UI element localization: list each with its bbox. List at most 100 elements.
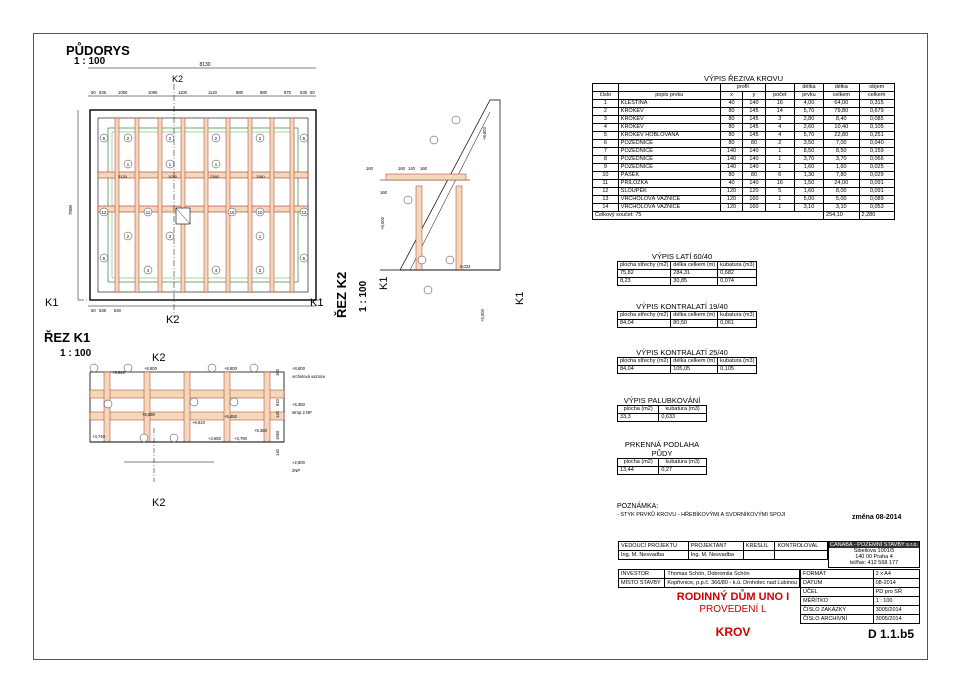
table-krov-total-label: Celkový součet: 75	[591, 211, 825, 220]
k2-dim: 160	[380, 190, 388, 195]
table-cell: 140	[742, 163, 766, 172]
table-cell: 4,00	[793, 99, 825, 108]
section-k1-k2-top: K2	[152, 352, 166, 364]
table-cell: 4	[592, 123, 619, 132]
table-cell: 0,053	[858, 203, 895, 212]
table-kontralate25-caption: VÝPIS KONTRALATÍ 25/40	[636, 348, 728, 357]
k2-level: +5,000	[480, 308, 485, 322]
table-cell: 8	[592, 155, 619, 164]
table-podlaha: PRKENNÁ PODLAHA PŮDY plocha (m2)kubatura…	[616, 440, 707, 475]
table-cell: 1,60	[793, 163, 825, 172]
tb-project-name: RODINNÝ DŮM UNO I	[676, 591, 790, 603]
svg-text:5: 5	[103, 256, 106, 261]
table-cell: PŘÍLOŽKA	[617, 179, 721, 188]
tb-projektant-label: PROJEKTANT	[687, 541, 744, 551]
table-cell: 80	[719, 115, 744, 124]
table-cell: 0,089	[858, 195, 895, 204]
tb-drawing-name: KROV	[715, 625, 751, 639]
table-cell: 2	[592, 107, 619, 116]
plan-k1-right: K1	[310, 297, 324, 309]
table-cell: 3	[764, 115, 795, 124]
plan-dim-bottom: 840	[114, 308, 122, 313]
k2-dim: 160	[366, 166, 374, 171]
table-cell: KROKEV HOBLOVANÁ	[617, 131, 721, 140]
svg-text:2: 2	[169, 136, 172, 141]
section-k1-title: ŘEZ K1	[44, 330, 91, 345]
plan-dim-inner: 1160	[256, 174, 265, 179]
table-cell: 1	[764, 195, 795, 204]
table-cell: 5,00	[793, 195, 825, 204]
table-cell: KROKEV	[617, 107, 721, 116]
svg-text:1: 1	[127, 162, 130, 167]
table-cell: 160	[742, 203, 766, 212]
table-cell: 4	[764, 123, 795, 132]
table-cell: 0,040	[858, 139, 895, 148]
table-cell: 2,80	[793, 115, 825, 124]
k1-level-note: 2NP	[292, 468, 300, 473]
tb-ucel-label: ÚČEL	[800, 587, 874, 597]
plan-k2-bottom: K2	[166, 314, 180, 326]
tb-format-label: FORMÁT	[800, 569, 874, 579]
table-krov-total-length: 254,10	[823, 211, 860, 220]
change-note: změna 08-2014	[852, 514, 902, 521]
table-cell: 80	[719, 123, 744, 132]
section-k1-k2-bottom: K2	[152, 497, 166, 509]
k2-dim: 160	[398, 166, 406, 171]
svg-text:10: 10	[230, 210, 235, 215]
table-cell: 3,70	[823, 155, 860, 164]
tb-drawing-number: D 1.1.b5	[868, 627, 915, 641]
table-kontralate19-caption: VÝPIS KONTRALATÍ 19/40	[636, 302, 728, 311]
k2-dim: 140	[408, 166, 416, 171]
table-cell: 9	[592, 163, 619, 172]
table-cell: 80	[742, 139, 766, 148]
k1-inner-level: +5,350	[254, 428, 268, 433]
table-cell: 145	[742, 123, 766, 132]
tb-archiv: 3005/2014	[872, 614, 921, 624]
table-cell: VRCHOLOVÁ VAZNICE	[617, 203, 721, 212]
table-cell: 0,159	[858, 147, 895, 156]
tb-meritko: 1 : 100	[872, 596, 921, 606]
th: popis prvku	[617, 91, 721, 100]
k1-level: +2,800	[292, 460, 306, 465]
plan-dim-top: 1050	[118, 90, 128, 95]
tb-misto-label: MÍSTO STAVBY	[617, 578, 666, 588]
table-kontralate19: VÝPIS KONTRALATÍ 19/40 plocha střechy (m…	[616, 302, 758, 328]
table-cell: 7	[592, 147, 619, 156]
table-lati: VÝPIS LATÍ 60/40 plocha střechy (m2)délk…	[616, 252, 758, 286]
table-cell: 1,30	[793, 171, 825, 180]
plan-dim-inner: 2360	[210, 174, 220, 179]
table-cell: 0,066	[858, 155, 895, 164]
tb-ucel: PD pro SŘ	[872, 587, 921, 597]
table-cell: KLEŠTINA	[617, 99, 721, 108]
table-cell: 5,00	[823, 195, 860, 204]
table-cell: 140	[742, 147, 766, 156]
tb-datum-label: DATUM	[800, 578, 874, 588]
tb-investor: Thomas Schön, Dobromila Schön	[664, 569, 800, 579]
th: počet	[764, 91, 795, 100]
tb-projektant: Ing. M. Nesvadba	[687, 550, 744, 560]
section-k2-k1-b: K1	[514, 291, 526, 305]
drawing-sheet	[33, 33, 928, 660]
tb-format: 2 x A4	[872, 569, 921, 579]
tb-archiv-label: ČÍSLO ARCHIVNÍ	[800, 614, 874, 624]
table-cell: 1	[764, 203, 795, 212]
plan-overall-height: 7000	[68, 204, 73, 215]
k1-level-note: vrcholová vaznice	[292, 374, 326, 379]
tb-meritko-label: MĚŘÍTKO	[800, 596, 874, 606]
table-cell: 0,091	[858, 187, 895, 196]
th: celkem	[823, 91, 860, 100]
k2-level: +8,800	[482, 126, 487, 140]
k1-dim: 1660	[275, 430, 280, 440]
table-palubkovani-caption: VÝPIS PALUBKOVÁNÍ	[623, 396, 701, 405]
plan-dim-top: 880	[260, 90, 268, 95]
floor-plan-drawing: 8130 K2 50 535 1050 1090 1100 1120 880 8…	[68, 62, 322, 318]
k1-inner-level: +8,800	[144, 366, 158, 371]
th: y	[742, 91, 766, 100]
svg-text:4: 4	[147, 268, 150, 273]
svg-text:12: 12	[302, 210, 307, 215]
table-cell: 8,00	[823, 187, 860, 196]
